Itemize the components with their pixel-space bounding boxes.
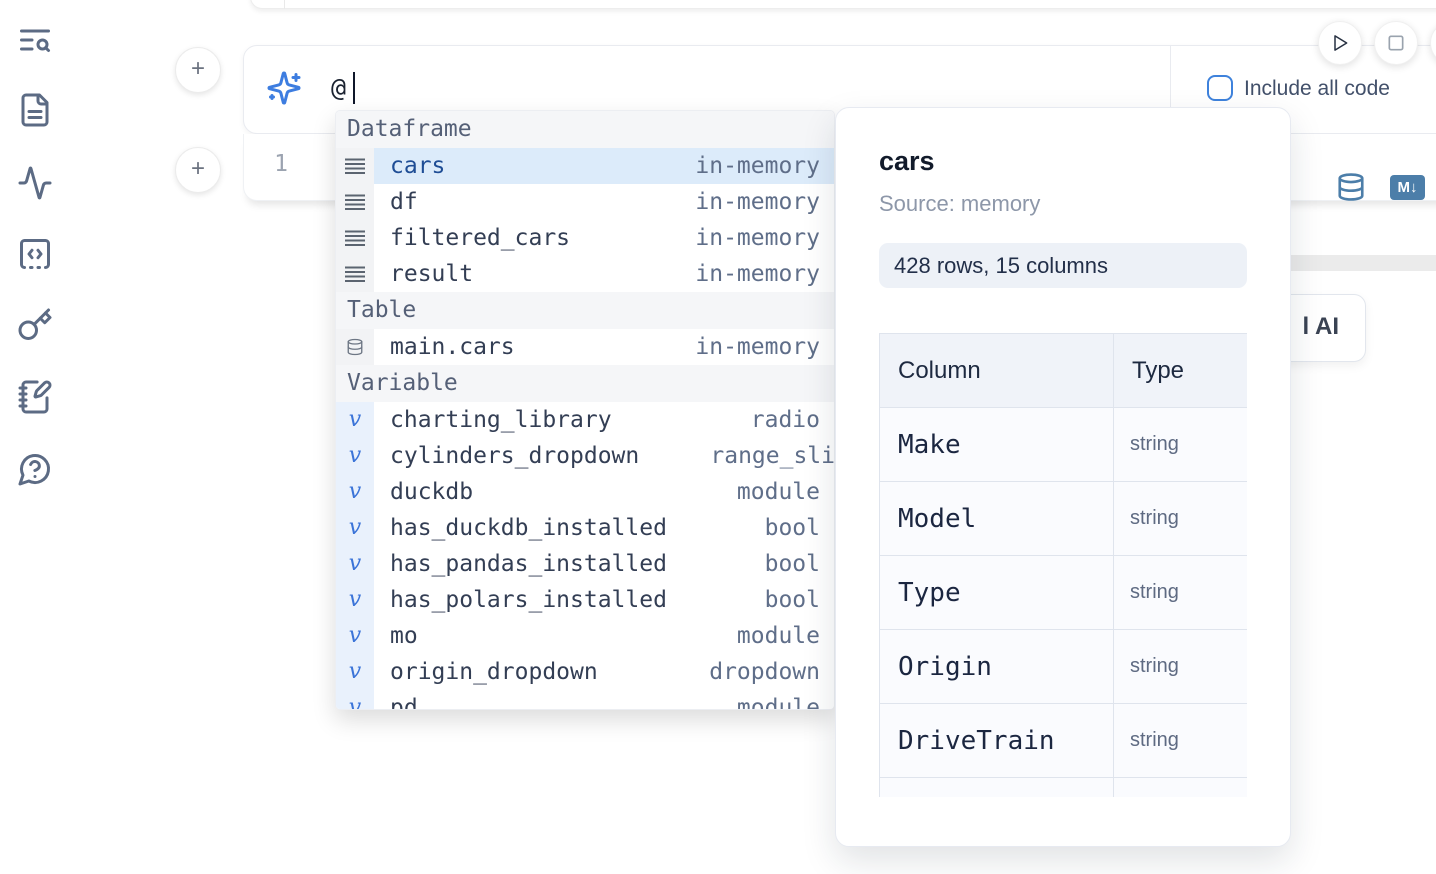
variable-icon: v [336,402,374,438]
line-number: 1 [274,151,288,177]
variable-icon: v [336,438,374,474]
shape-badge: 428 rows, 15 columns [879,243,1247,288]
add-cell-below-button[interactable]: + [175,147,221,193]
ai-prompt-input[interactable]: @ [331,73,347,102]
file-document-icon[interactable] [17,92,55,130]
table-row: Origin string [879,629,1247,704]
table-row-partial [879,777,1247,797]
dataframe-preview-popup: cars Source: memory 428 rows, 15 columns… [835,107,1291,847]
markdown-convert-icon[interactable]: M↓ [1390,175,1425,200]
previous-cell-edge [250,0,1436,9]
table-row: DriveTrain string [879,703,1247,778]
run-cell-button[interactable] [1318,21,1362,65]
table-row: Make string [879,407,1247,482]
column-header: Column [879,333,1114,408]
key-icon[interactable] [17,307,55,345]
activity-icon[interactable] [17,165,55,203]
add-cell-above-button[interactable]: + [175,47,221,93]
include-all-code-checkbox[interactable] [1207,75,1233,101]
notebook-pen-icon[interactable] [17,379,55,417]
text-cursor [353,72,355,104]
variable-icon: v [336,474,374,510]
include-all-code-label: Include all code [1244,77,1390,100]
schema-table: Column Type Make string Model string Typ… [879,333,1247,797]
dataframe-rows-icon [336,184,374,220]
table-row: Type string [879,555,1247,630]
cell-output-strip [1290,255,1436,271]
toc-search-icon[interactable] [17,22,55,60]
variable-icon: v [336,618,374,654]
help-chat-icon[interactable] [17,451,55,489]
section-header-dataframe: Dataframe [336,111,834,148]
preview-source: Source: memory [879,191,1041,216]
section-header-table: Table [336,292,834,329]
dataframe-rows-icon [336,148,374,184]
previous-cell-divider [284,0,285,9]
ai-panel-divider [1170,46,1171,133]
stop-button[interactable] [1374,21,1418,65]
dataframe-rows-icon [336,256,374,292]
database-connect-icon[interactable] [1336,172,1366,202]
snippets-code-icon[interactable] [17,236,55,274]
table-row: Model string [879,481,1247,556]
variable-icon: v [336,546,374,582]
dataframe-rows-icon [336,220,374,256]
schema-table-wrapper: Column Type Make string Model string Typ… [879,333,1247,797]
variable-icon: v [336,510,374,546]
table-header-row: Column Type [879,333,1247,408]
variable-icon: v [336,582,374,618]
variable-icon: v [336,654,374,690]
type-header: Type [1113,333,1247,408]
variable-icon: v [336,690,374,709]
section-header-variable: Variable [336,365,834,402]
sparkles-icon [266,70,302,106]
preview-title: cars [879,146,935,176]
table-database-icon [336,329,374,365]
